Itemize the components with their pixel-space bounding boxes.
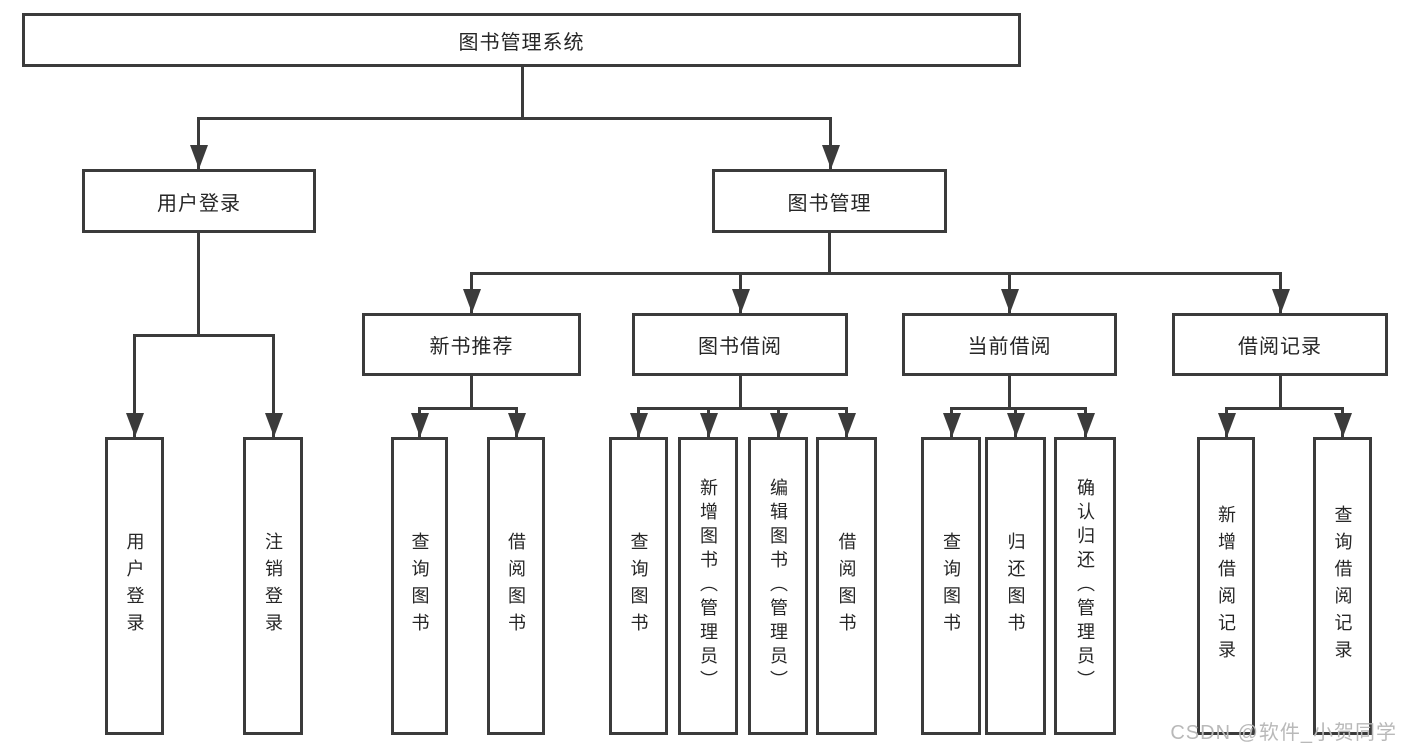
csdn-watermark: CSDN @软件_小贺同学 [1170,722,1397,744]
leaf-query-book-borrow-label: 查询图书 [628,532,649,640]
leaf-edit-book-admin-label: 编辑图书（管理员） [768,478,788,694]
leaf-logout: 注销登录 [243,437,303,735]
leaf-add-book-admin-label: 新增图书（管理员） [698,478,718,694]
connector-borrow-records-stem [1279,376,1282,409]
leaf-query-book-recommend: 查询图书 [391,437,448,735]
arrow-to-leaf-logout [264,334,283,437]
node-current-borrow-label: 当前借阅 [967,336,1052,358]
leaf-query-book-recommend-label: 查询图书 [409,532,430,640]
arrow-to-book-management [821,117,840,169]
leaf-query-book-borrow: 查询图书 [609,437,668,735]
node-book-borrow-label: 图书借阅 [698,336,782,358]
connector-system-stem [521,67,524,118]
arrow-to-leaf-user-login [125,334,144,437]
leaf-query-book-current-label: 查询图书 [941,532,961,640]
node-book-management: 图书管理 [712,169,947,233]
connector-user-login-rail [133,334,275,337]
connector-book-borrow-rail [637,407,847,410]
connector-user-login-stem [197,233,200,335]
arrow-to-leaf-query-book-recommend [410,407,429,437]
connector-book-management-stem [828,233,831,274]
leaf-confirm-return-admin: 确认归还（管理员） [1054,437,1116,735]
arrow-to-leaf-borrow-book-borrow [837,407,856,437]
arrow-to-leaf-edit-book [769,407,788,437]
node-system: 图书管理系统 [22,13,1021,67]
node-user-login-label: 用户登录 [157,192,241,215]
leaf-user-login: 用户登录 [105,437,164,735]
arrow-to-user-login [189,117,208,169]
leaf-add-borrow-record-label: 新增借阅记录 [1216,505,1236,667]
leaf-logout-label: 注销登录 [263,532,283,640]
node-book-borrow: 图书借阅 [632,313,848,376]
arrow-to-leaf-confirm-return [1076,407,1095,437]
arrow-to-new-book-recommend [462,272,481,313]
node-borrow-records-label: 借阅记录 [1238,336,1322,358]
leaf-borrow-book-recommend: 借阅图书 [487,437,545,735]
arrow-to-book-borrow [731,272,750,313]
connector-current-borrow-rail [950,407,1086,410]
leaf-add-borrow-record: 新增借阅记录 [1197,437,1255,735]
leaf-return-book-label: 归还图书 [1005,532,1026,640]
connector-book-management-rail [470,272,1282,275]
arrow-to-leaf-add-borrow-record [1217,407,1236,437]
connector-system-rail [197,117,832,120]
arrow-to-leaf-add-book [699,407,718,437]
node-new-book-recommend: 新书推荐 [362,313,581,376]
leaf-query-borrow-record: 查询借阅记录 [1313,437,1372,735]
leaf-borrow-book-recommend-label: 借阅图书 [506,532,526,640]
node-new-book-recommend-label: 新书推荐 [429,336,514,358]
leaf-add-book-admin: 新增图书（管理员） [678,437,738,735]
leaf-borrow-book-borrow-label: 借阅图书 [836,532,857,640]
arrow-to-borrow-records [1271,272,1290,313]
leaf-return-book: 归还图书 [985,437,1046,735]
node-user-login: 用户登录 [82,169,316,233]
arrow-to-leaf-query-book-borrow [629,407,648,437]
leaf-query-borrow-record-label: 查询借阅记录 [1332,505,1353,667]
arrow-to-leaf-return-book [1006,407,1025,437]
connector-book-borrow-stem [739,376,742,409]
arrow-to-leaf-query-borrow-record [1333,407,1352,437]
connector-new-book-recommend-stem [470,376,473,409]
node-system-label: 图书管理系统 [458,31,585,54]
arrow-to-leaf-borrow-book-recommend [507,407,526,437]
leaf-edit-book-admin: 编辑图书（管理员） [748,437,808,735]
arrow-to-current-borrow [1000,272,1019,313]
leaf-borrow-book-borrow: 借阅图书 [816,437,877,735]
arrow-to-leaf-query-book-current [942,407,961,437]
leaf-query-book-current: 查询图书 [921,437,981,735]
node-borrow-records: 借阅记录 [1172,313,1388,376]
leaf-confirm-return-admin-label: 确认归还（管理员） [1075,478,1095,694]
node-book-management-label: 图书管理 [787,192,872,215]
connector-borrow-records-rail [1225,407,1343,410]
node-current-borrow: 当前借阅 [902,313,1117,376]
connector-current-borrow-stem [1008,376,1011,409]
connector-new-book-recommend-rail [418,407,518,410]
leaf-user-login-label: 用户登录 [124,532,145,640]
